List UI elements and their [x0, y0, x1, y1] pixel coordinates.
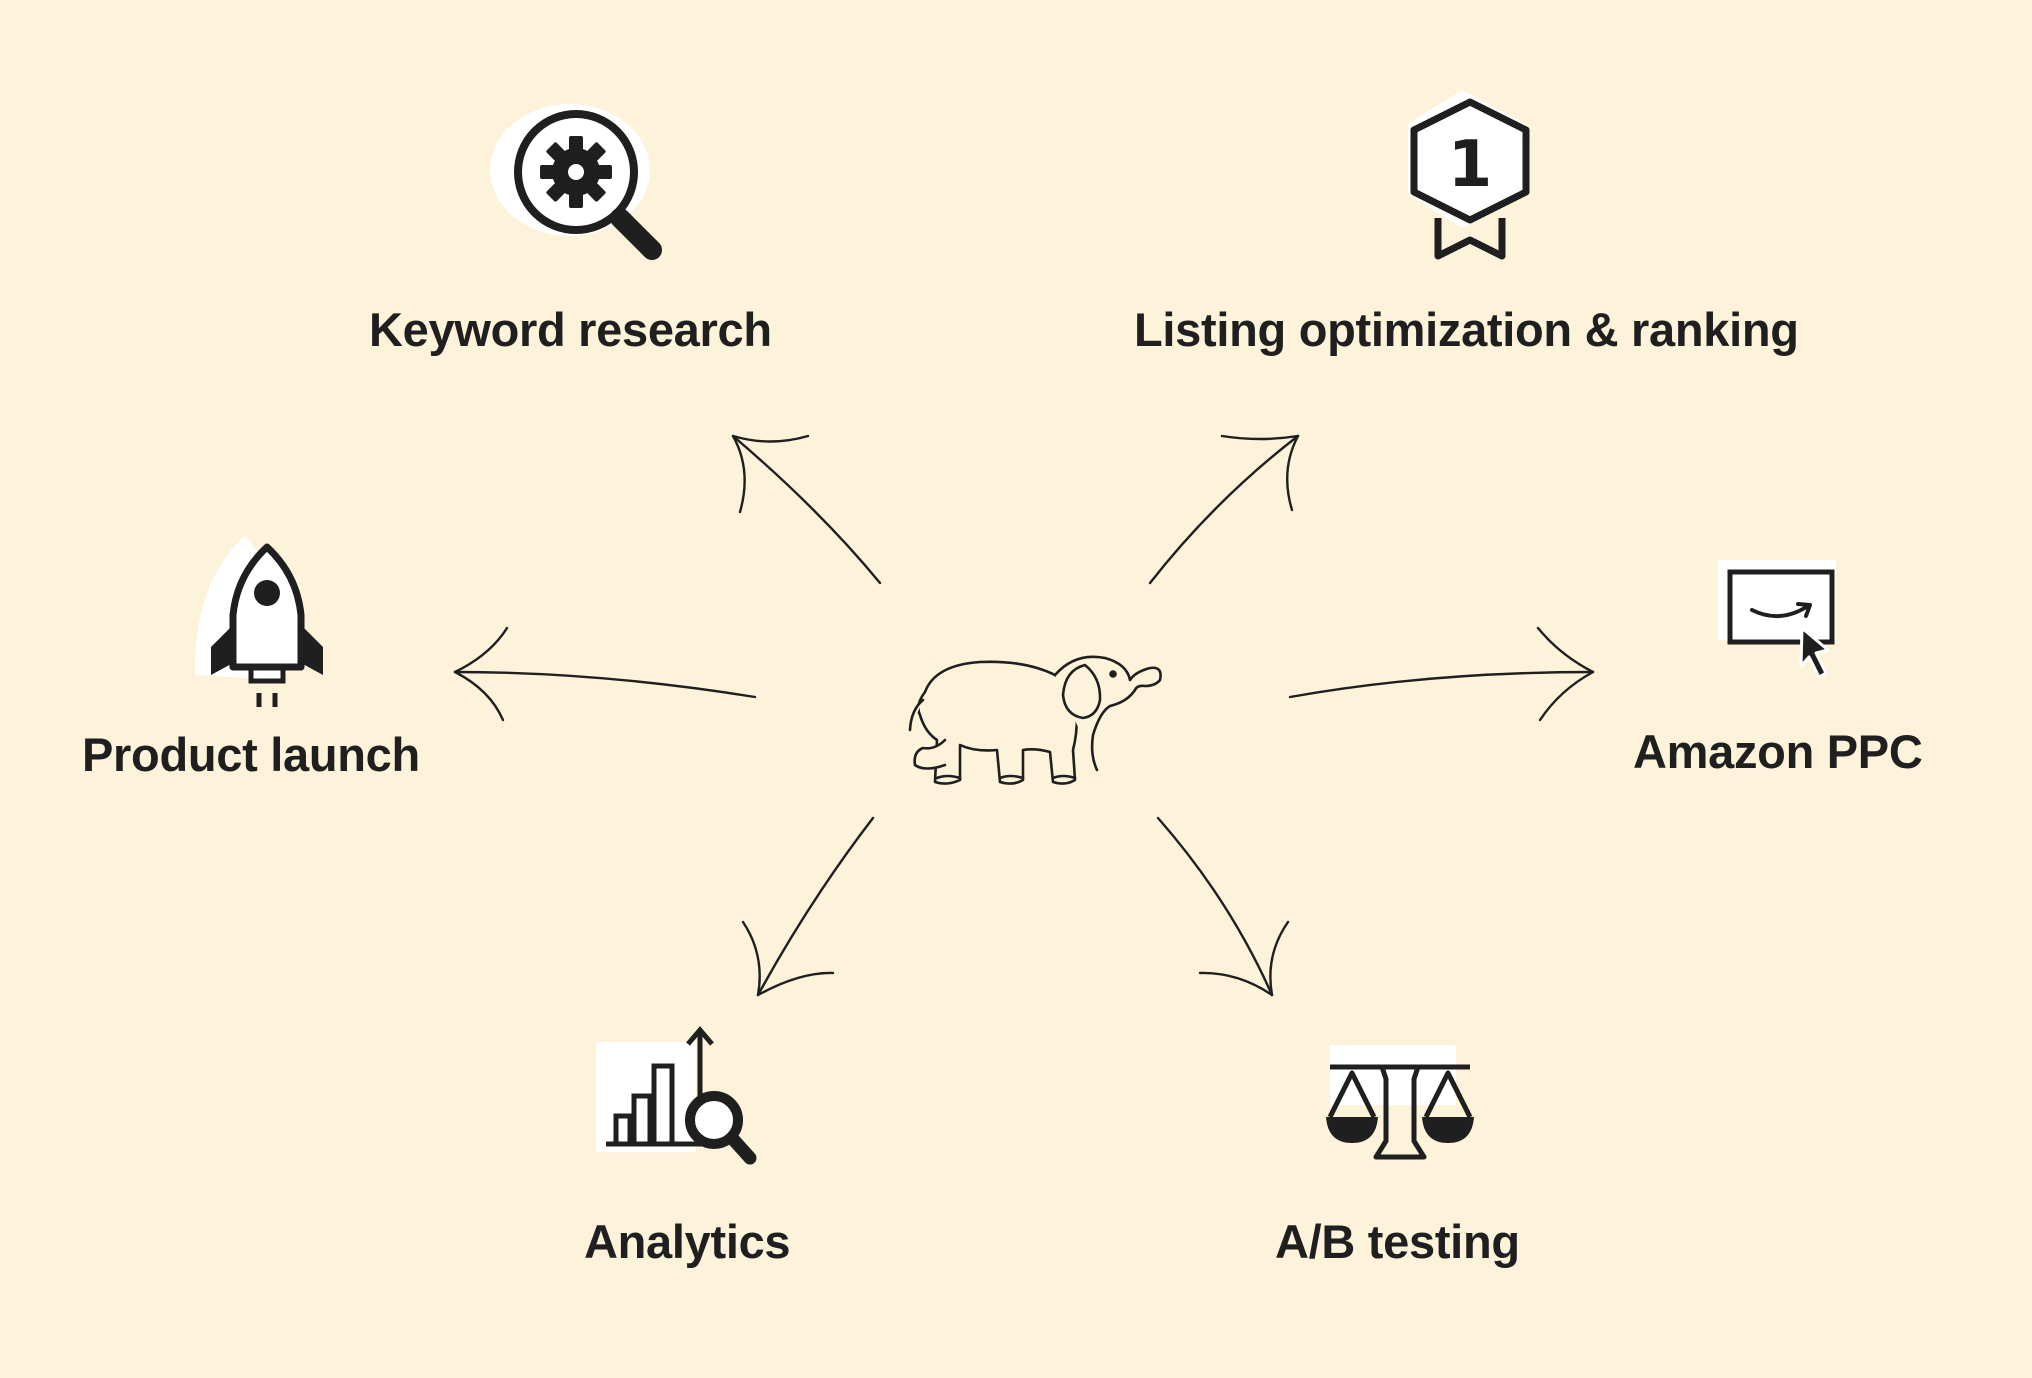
keyword-research-label: Keyword research	[369, 303, 772, 356]
analytics-label: Analytics	[584, 1215, 791, 1268]
balance-scale-icon	[1326, 1045, 1474, 1160]
elephant-icon	[908, 655, 1162, 785]
arrow-to-listing-optimization	[1148, 434, 1300, 585]
arrow-to-amazon-ppc	[1288, 626, 1595, 722]
arrow-to-keyword-research	[731, 434, 882, 585]
arrow-to-ab-testing	[1156, 816, 1290, 997]
badge-number: 1	[1448, 128, 1493, 202]
ab-testing-label: A/B testing	[1275, 1215, 1520, 1268]
analytics-icon-wrap	[596, 1020, 766, 1170]
ranking-badge-icon: 1	[1408, 90, 1530, 260]
product-launch-label: Product launch	[82, 728, 420, 781]
listing-optimization-label: Listing optimization & ranking	[1134, 303, 1799, 356]
amazon-screen-click-icon	[1718, 560, 1836, 679]
keyword-research-icon-wrap	[490, 100, 670, 270]
arrow-to-analytics	[741, 816, 875, 997]
bar-chart-magnifier-icon	[596, 1026, 757, 1165]
center-elephant	[905, 640, 1165, 790]
amazon-ppc-icon-wrap	[1718, 560, 1843, 685]
rocket-icon	[194, 535, 323, 707]
ab-testing-icon-wrap	[1320, 1045, 1480, 1180]
arrow-to-product-launch	[453, 626, 757, 722]
listing-optimization-icon-wrap: 1	[1400, 90, 1540, 265]
product-launch-icon-wrap	[185, 535, 340, 715]
magnifier-gear-icon	[490, 104, 662, 260]
amazon-ppc-label: Amazon PPC	[1633, 725, 1923, 778]
